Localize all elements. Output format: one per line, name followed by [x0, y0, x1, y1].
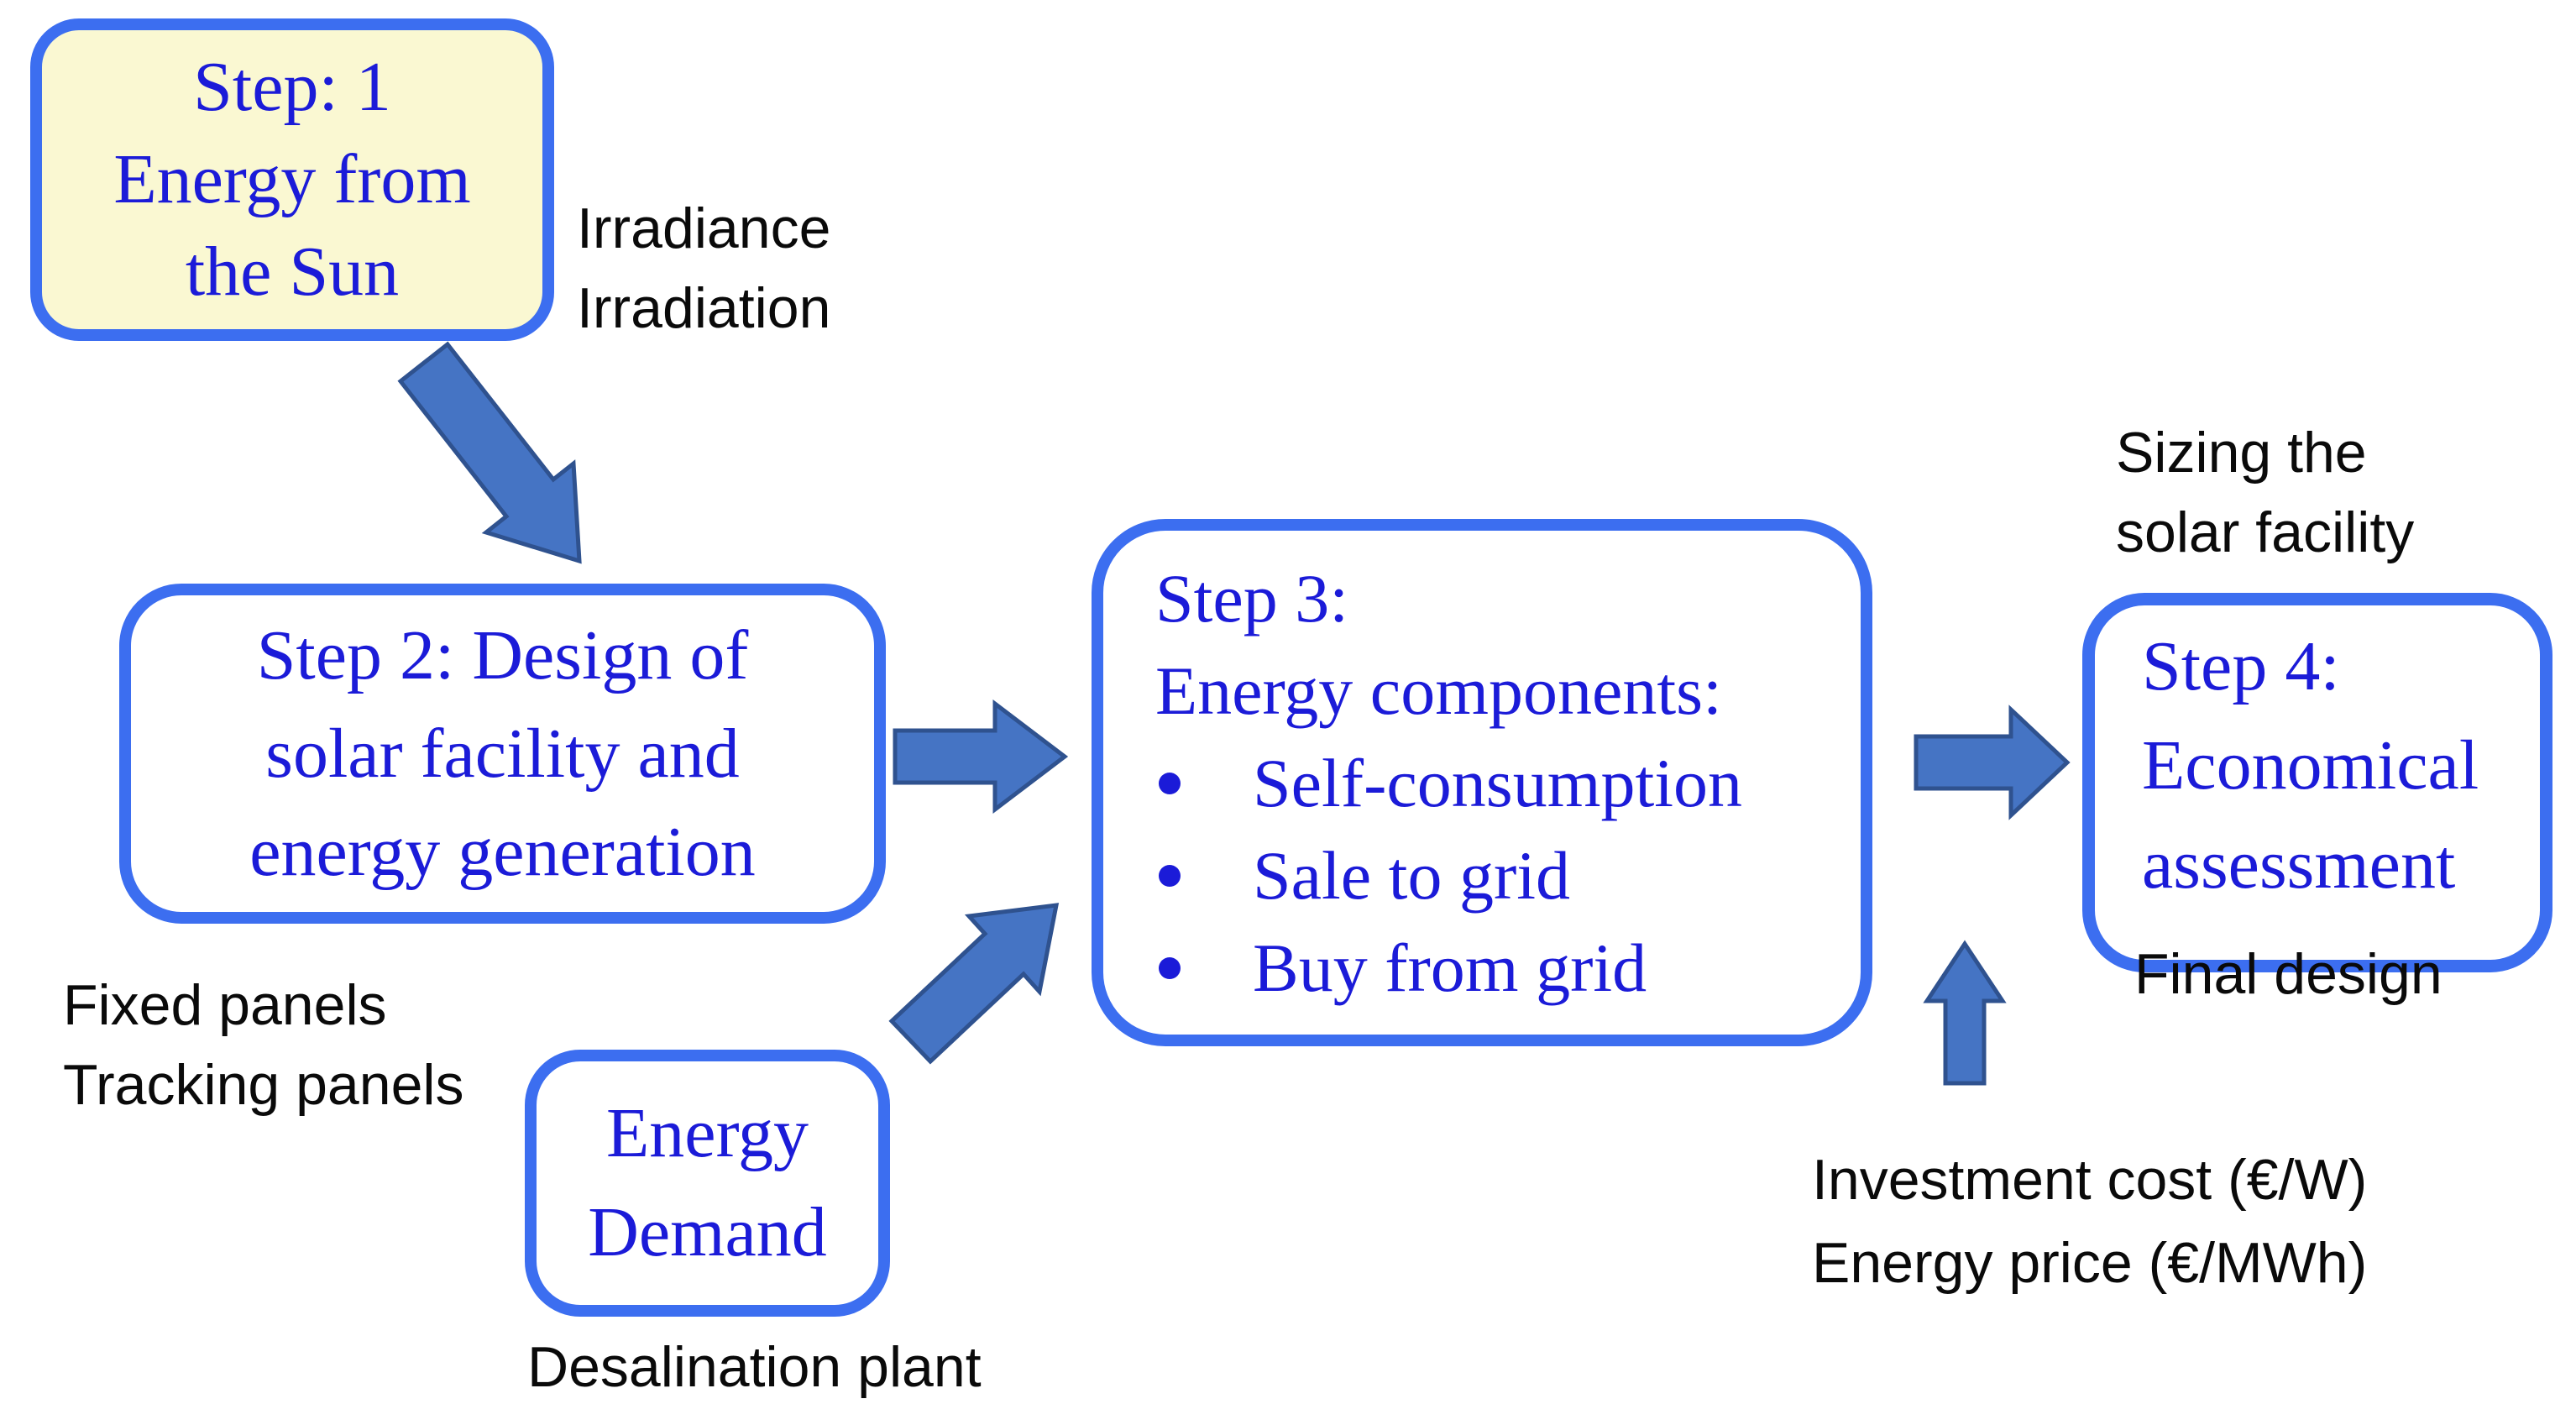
energy-demand-line: Energy	[605, 1094, 809, 1172]
arrow-energy-demand-to-step3-icon	[888, 903, 1060, 1065]
step3-bullet-text: Self-consumption	[1253, 745, 1743, 821]
fixed-panels-label-line: Fixed panels	[63, 973, 387, 1037]
step3-bullet-item: Buy from grid	[1155, 922, 1647, 1014]
investment-label-line: Investment cost (€/W)	[1812, 1148, 2368, 1212]
step1-box: Step: 1 Energy from the Sun	[30, 18, 554, 341]
bullet-icon	[1159, 865, 1181, 887]
fixed-panels-label: Fixed panels Tracking panels	[63, 966, 464, 1125]
desalination-plant-label: Desalination plant	[527, 1335, 982, 1399]
bullet-icon	[1159, 957, 1181, 979]
sizing-label-line: Sizing the	[2116, 421, 2367, 485]
step3-box: Step 3: Energy components: Self-consumpt…	[1092, 519, 1872, 1046]
step3-title-line: Step 3:	[1155, 560, 1349, 637]
step4-line: assessment	[2142, 825, 2456, 904]
bullet-icon	[1159, 773, 1181, 794]
step3-bullet-item: Self-consumption	[1155, 737, 1742, 830]
step3-title-line: Energy components:	[1155, 652, 1722, 729]
irradiance-label-line: Irradiance	[577, 196, 831, 260]
fixed-panels-label-line: Tracking panels	[63, 1053, 464, 1117]
arrow-step2-to-step3-icon	[893, 699, 1069, 815]
sizing-solar-facility-label: Sizing the solar facility	[2116, 413, 2414, 573]
step4-line: Step 4:	[2142, 627, 2340, 705]
step2-line: solar facility and	[265, 715, 740, 793]
step3-bullet-text: Buy from grid	[1253, 930, 1647, 1006]
step4-line: Economical	[2142, 726, 2479, 804]
irradiance-label: Irradiance Irradiation	[577, 189, 830, 348]
step1-line: the Sun	[185, 233, 400, 311]
investment-cost-label: Investment cost (€/W) Energy price (€/MW…	[1812, 1139, 2367, 1305]
step2-line: energy generation	[249, 813, 756, 891]
investment-label-line: Energy price (€/MWh)	[1812, 1231, 2368, 1295]
irradiance-label-line: Irradiation	[577, 276, 831, 340]
arrow-investment-to-step3-icon	[1923, 940, 2007, 1086]
final-design-label: Final design	[2134, 942, 2442, 1006]
step3-bullet-text: Sale to grid	[1253, 837, 1571, 914]
arrow-step3-to-step4-icon	[1914, 705, 2071, 820]
step4-box: Step 4: Economical assessment	[2082, 593, 2552, 972]
step1-line: Energy from	[113, 140, 471, 218]
energy-demand-line: Demand	[588, 1193, 827, 1271]
step2-box: Step 2: Design of solar facility and ene…	[119, 584, 886, 924]
arrow-step1-to-step2-icon	[397, 341, 582, 564]
step2-line: Step 2: Design of	[256, 616, 749, 694]
energy-demand-box: Energy Demand	[525, 1050, 890, 1317]
step1-line: Step: 1	[193, 48, 391, 126]
sizing-label-line: solar facility	[2116, 500, 2415, 564]
step3-bullet-item: Sale to grid	[1155, 830, 1570, 922]
